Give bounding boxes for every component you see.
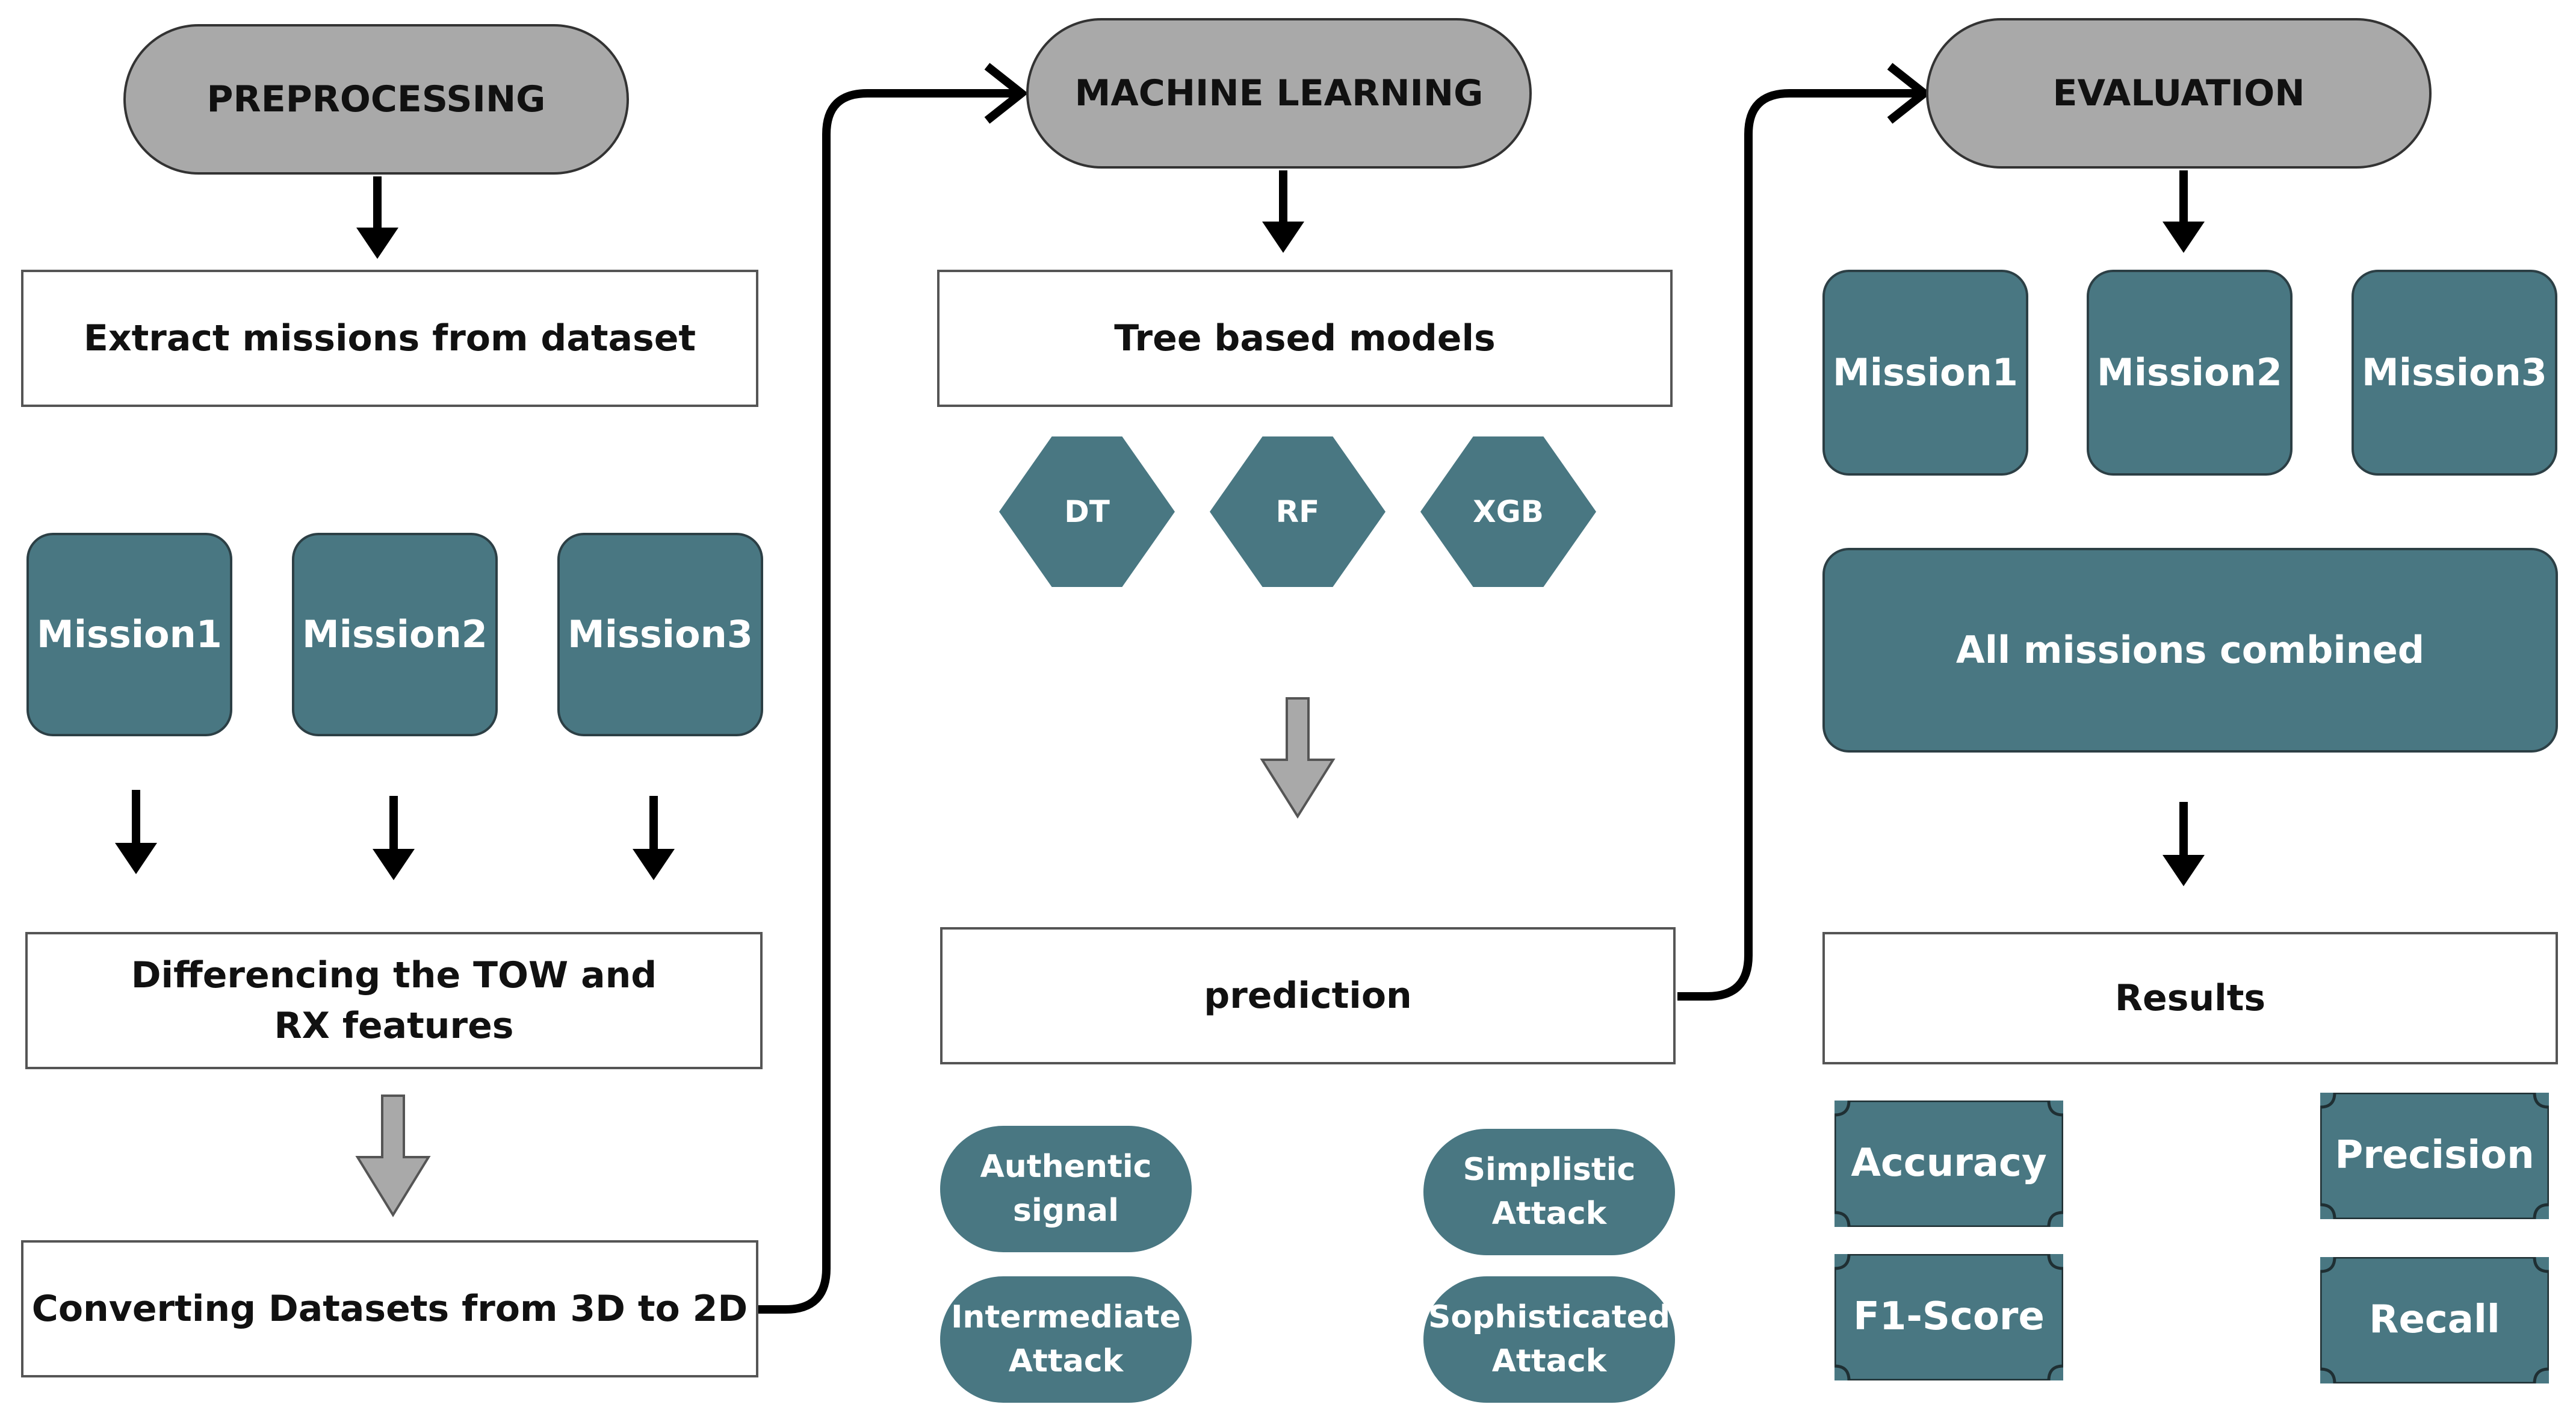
badge-frame [2320,1093,2549,1219]
down-arrow-preprocessing [356,176,398,259]
prediction-box: prediction [940,927,1676,1064]
evaluation-mission3: Mission3 [2352,270,2557,476]
metric-precision-label: Precision [2335,1133,2534,1178]
evaluation-mission2: Mission2 [2087,270,2293,476]
connector-prediction-to-evaluation [1677,89,1920,1001]
class-intermediate-attack: Intermediate Attack [940,1276,1192,1403]
results-box: Results [1822,932,2558,1064]
metric-accuracy-label: Accuracy [1851,1141,2047,1186]
down-arrow-evaluation [2163,170,2205,253]
converting-box: Converting Datasets from 3D to 2D [21,1240,758,1377]
badge-frame [2320,1257,2549,1383]
metric-accuracy: Accuracy [1834,1101,2063,1227]
gray-down-arrow-preprocessing [355,1095,431,1217]
connector-converting-to-ml-head [984,63,1029,124]
connector-converting-to-ml [757,89,1017,1314]
metric-f1-score-label: F1-Score [1853,1294,2045,1340]
metric-precision: Precision [2320,1093,2549,1219]
preprocessing-header: PREPROCESSING [123,24,629,175]
class-simplistic-attack: Simplistic Attack [1423,1129,1675,1255]
gray-down-arrow-machine-learning [1260,697,1336,819]
machine-learning-header: MACHINE LEARNING [1026,18,1532,169]
evaluation-header: EVALUATION [1926,18,2432,169]
extract-missions-box: Extract missions from dataset [21,270,758,407]
preprocessing-mission1: Mission1 [26,533,232,736]
down-arrow-machine-learning [1262,170,1304,253]
differencing-box: Differencing the TOW and RX features [25,932,763,1069]
connector-prediction-to-evaluation-head [1887,63,1931,124]
class-sophisticated-attack: Sophisticated Attack [1423,1276,1675,1403]
down-arrow-mission2 [373,796,415,880]
down-arrow-mission1 [115,790,157,874]
preprocessing-mission2: Mission2 [292,533,498,736]
down-arrow-results [2163,802,2205,886]
all-missions-combined-box: All missions combined [1822,548,2558,753]
metric-recall: Recall [2320,1257,2549,1383]
evaluation-mission1: Mission1 [1822,270,2028,476]
badge-frame [1834,1101,2063,1227]
metric-recall-label: Recall [2369,1297,2500,1343]
down-arrow-mission3 [633,796,675,880]
tree-based-models-box: Tree based models [937,270,1673,407]
class-authentic-signal: Authentic signal [940,1126,1192,1252]
metric-f1-score: F1-Score [1834,1254,2063,1380]
preprocessing-mission3: Mission3 [557,533,763,736]
badge-frame [1834,1254,2063,1380]
